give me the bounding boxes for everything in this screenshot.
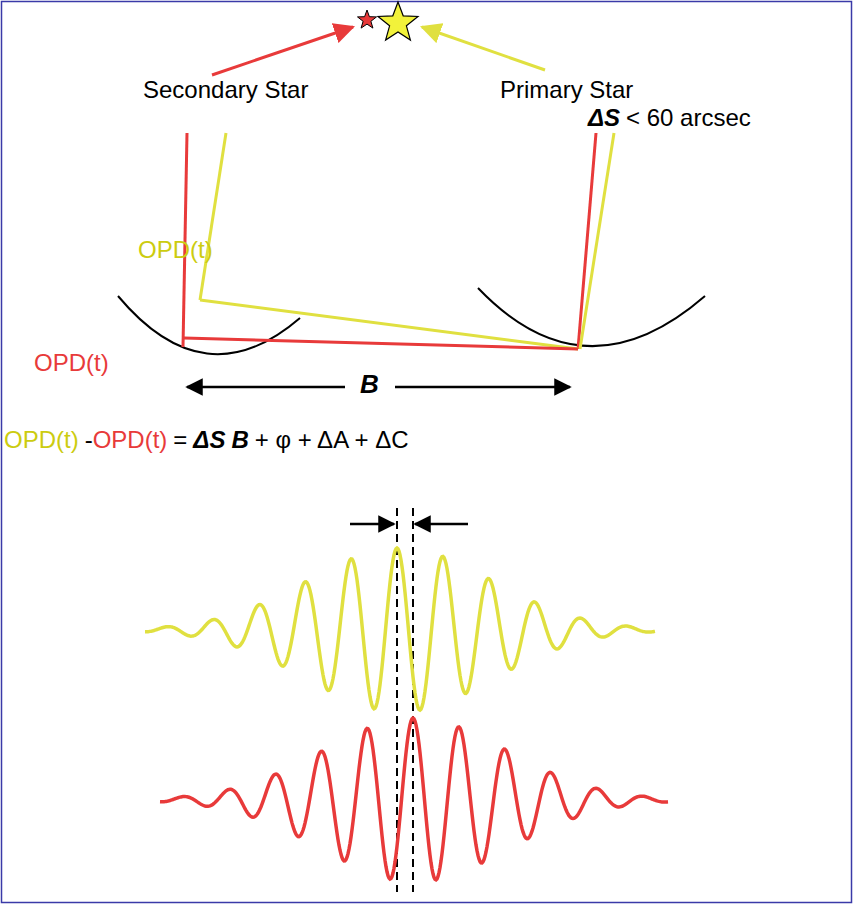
minus-sign: - — [85, 426, 93, 454]
pointer-arrow — [212, 27, 353, 75]
opd-term: OPD(t) — [93, 426, 168, 454]
separation-symbol: ΔS — [193, 426, 225, 454]
primary-star — [378, 2, 418, 40]
frame-border — [2, 2, 852, 903]
pointer-arrow — [422, 27, 545, 70]
fringe-packet — [160, 718, 668, 880]
secondary-star — [358, 10, 377, 28]
error-terms: + φ + ΔA + ΔC — [255, 426, 409, 454]
delay-path — [200, 300, 578, 349]
baseline-label: B — [360, 369, 379, 400]
light-beam — [200, 133, 226, 300]
offset-arrow — [415, 523, 468, 526]
baseline-symbol: B — [231, 426, 248, 454]
baseline-arrow — [395, 386, 570, 389]
light-beam — [578, 133, 596, 349]
star-label: Primary Star — [500, 76, 633, 105]
telescope-mirror — [478, 288, 705, 346]
opd-label: OPD(t) — [34, 349, 109, 378]
dashed-marker — [412, 508, 414, 892]
separation-limit: < 60 arcsec — [626, 104, 751, 133]
star-label: Secondary Star — [143, 76, 308, 105]
opd-label: OPD(t) — [138, 236, 213, 265]
equals-sign: = — [173, 426, 187, 454]
delay-equation: OPD(t)-OPD(t)=ΔSB+ φ + ΔA + ΔC — [4, 426, 409, 454]
telescope-mirror — [118, 296, 300, 354]
opd-term: OPD(t) — [4, 426, 79, 454]
delay-path — [184, 338, 578, 349]
offset-arrow — [350, 523, 394, 526]
fringe-packet — [145, 548, 655, 710]
light-beam — [580, 133, 614, 349]
baseline-arrow — [187, 386, 345, 389]
separation-symbol: ΔS — [588, 104, 620, 133]
